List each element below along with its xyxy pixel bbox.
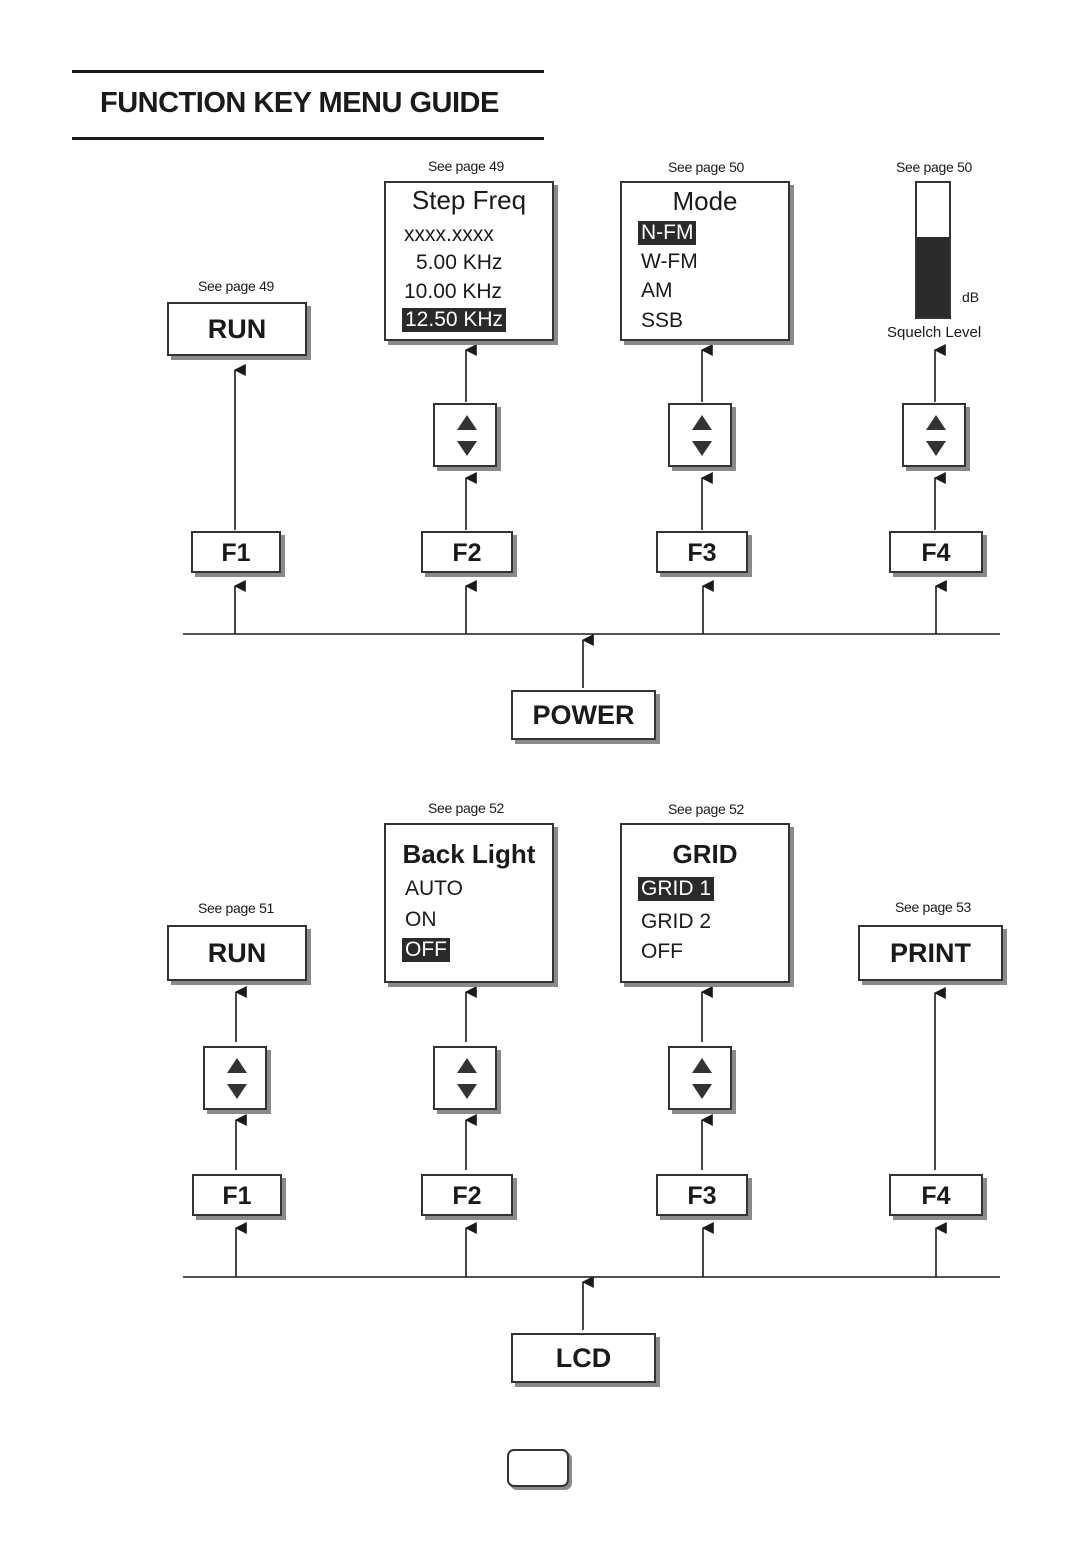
run-button[interactable]: RUN (167, 302, 307, 356)
page-title: FUNCTION KEY MENU GUIDE (100, 87, 499, 119)
mode-menu[interactable]: Mode N-FM W-FM AM SSB (620, 181, 790, 341)
down-arrow-icon (692, 441, 712, 456)
down-arrow-icon (457, 441, 477, 456)
lcd-f1-key[interactable]: F1 (192, 1174, 282, 1216)
squelch-unit: dB (962, 289, 980, 305)
back-light-title: Back Light (402, 839, 536, 869)
squelch-level-label: Squelch Level (887, 324, 982, 341)
step-freq-option[interactable]: xxxx.xxxx (404, 223, 494, 246)
see-page-power-f2: See page 49 (427, 158, 505, 174)
f2-key[interactable]: F2 (421, 531, 513, 573)
back-light-option[interactable]: ON (405, 908, 437, 931)
see-page-power-f4: See page 50 (895, 159, 973, 175)
up-arrow-icon (457, 415, 477, 430)
lcd-f4-key[interactable]: F4 (889, 1174, 983, 1216)
see-page-lcd-f2: See page 52 (427, 800, 505, 816)
see-page-lcd-f3: See page 52 (667, 801, 745, 817)
up-down-keys-lcd-f3[interactable] (668, 1046, 732, 1110)
lcd-f2-key[interactable]: F2 (421, 1174, 513, 1216)
grid-option-selected[interactable]: GRID 1 (638, 877, 715, 901)
mode-option[interactable]: AM (641, 279, 673, 302)
up-arrow-icon (692, 415, 712, 430)
mode-option[interactable]: W-FM (641, 250, 698, 273)
back-light-option[interactable]: AUTO (405, 877, 463, 900)
back-light-option-selected[interactable]: OFF (402, 938, 450, 962)
up-down-keys-f4[interactable] (902, 403, 966, 467)
step-freq-option-selected[interactable]: 12.50 KHz (402, 308, 507, 332)
up-arrow-icon (227, 1058, 247, 1073)
down-arrow-icon (926, 441, 946, 456)
step-freq-option[interactable]: 10.00 KHz (404, 280, 503, 303)
mode-title: Mode (672, 186, 738, 216)
back-light-menu[interactable]: Back Light AUTO ON OFF (384, 823, 554, 983)
squelch-level-fill (917, 236, 949, 317)
up-arrow-icon (692, 1058, 712, 1073)
step-freq-option[interactable]: 5.00 KHz (416, 251, 503, 274)
lcd-button[interactable]: LCD (511, 1333, 656, 1383)
up-arrow-icon (926, 415, 946, 430)
see-page-power-f1: See page 49 (197, 278, 275, 294)
down-arrow-icon (692, 1084, 712, 1099)
lcd-f3-key[interactable]: F3 (656, 1174, 748, 1216)
f4-key[interactable]: F4 (889, 531, 983, 573)
grid-option[interactable]: GRID 2 (641, 910, 712, 933)
step-freq-menu[interactable]: Step Freq xxxx.xxxx 5.00 KHz 10.00 KHz 1… (384, 181, 554, 341)
up-down-keys-f3[interactable] (668, 403, 732, 467)
up-down-keys-lcd-f1[interactable] (203, 1046, 267, 1110)
step-freq-title: Step Freq (411, 185, 527, 215)
lcd-run-button[interactable]: RUN (167, 925, 307, 981)
f1-key[interactable]: F1 (191, 531, 281, 573)
print-button[interactable]: PRINT (858, 925, 1003, 981)
see-page-lcd-f4: See page 53 (894, 899, 972, 915)
up-arrow-icon (457, 1058, 477, 1073)
f3-key[interactable]: F3 (656, 531, 748, 573)
grid-menu[interactable]: GRID GRID 1 GRID 2 OFF (620, 823, 790, 983)
see-page-power-f3: See page 50 (667, 159, 745, 175)
up-down-keys-f2[interactable] (433, 403, 497, 467)
title-banner: FUNCTION KEY MENU GUIDE (72, 70, 544, 140)
down-arrow-icon (227, 1084, 247, 1099)
mode-option[interactable]: SSB (641, 309, 684, 332)
grid-option[interactable]: OFF (641, 940, 683, 963)
up-down-keys-lcd-f2[interactable] (433, 1046, 497, 1110)
power-button[interactable]: POWER (511, 690, 656, 740)
down-arrow-icon (457, 1084, 477, 1099)
see-page-lcd-f1: See page 51 (197, 900, 275, 916)
page-number-box (507, 1449, 569, 1487)
squelch-level-bar[interactable] (915, 181, 951, 319)
mode-option-selected[interactable]: N-FM (638, 221, 697, 245)
grid-title: GRID (672, 839, 738, 869)
